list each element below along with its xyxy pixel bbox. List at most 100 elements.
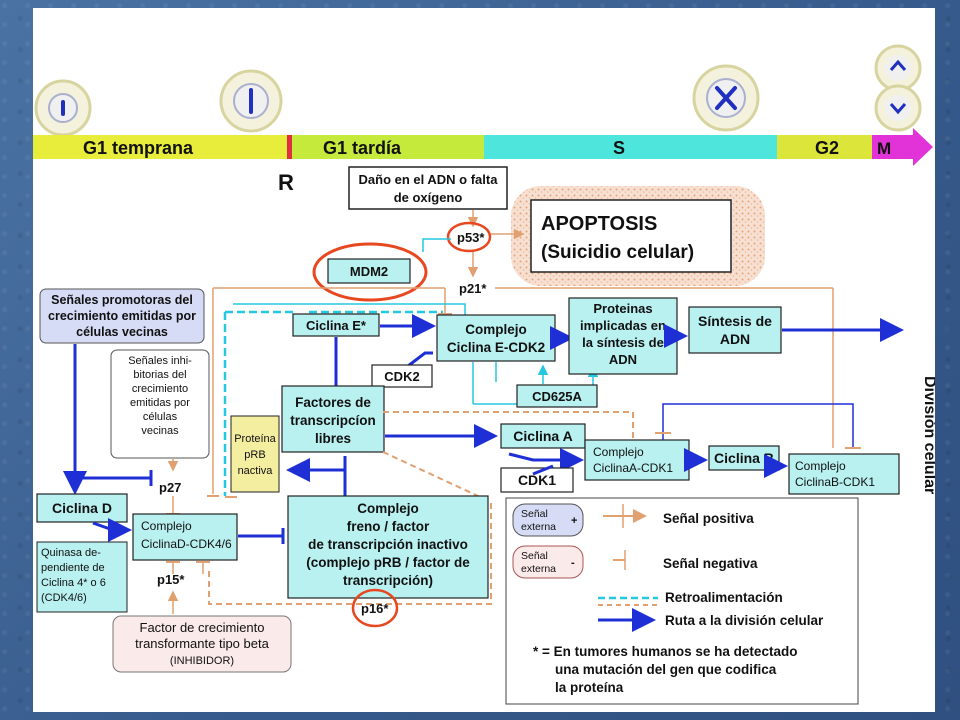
phase-label-s: S	[613, 138, 625, 158]
complex-b-cdk1-line2: CiclinaB-CDK1	[795, 475, 875, 489]
phase-g1-early	[33, 135, 287, 159]
tgf-beta-box	[112, 615, 292, 673]
cyclin-d-label: Ciclina D	[52, 500, 112, 516]
proteins-line1: Proteinas	[593, 301, 652, 316]
brake-line3: de transcripción inactivo	[308, 537, 468, 552]
restriction-point-label: R	[278, 170, 294, 195]
brake-line5: transcripción)	[343, 573, 433, 588]
cell-icon-s	[692, 64, 760, 132]
complex-a-cdk1-line1: Complejo	[593, 445, 644, 459]
apoptosis-box	[530, 199, 732, 273]
complex-a-cdk1-line2: CiclinaA-CDK1	[593, 461, 673, 475]
cd625a-label: CD625A	[532, 389, 582, 404]
cdk46-line1: Quinasa de-	[41, 547, 101, 559]
phase-s	[484, 135, 777, 159]
complex-e-cdk2-box	[436, 314, 556, 362]
transcription-factors-line2: transcripcíon	[290, 413, 376, 428]
legend-negative-label: Señal negativa	[663, 556, 758, 571]
cdk2-label: CDK2	[384, 369, 419, 384]
cdk46-line2: pendiente de	[41, 562, 105, 574]
tgf-line3: (INHIBIDOR)	[170, 655, 234, 667]
mdm2-highlight	[312, 242, 428, 302]
inhibitory-signals-box	[110, 349, 210, 459]
legend-route-label: Ruta a la división celular	[665, 613, 824, 628]
inhibitory-signals-line3: crecimiento	[132, 383, 188, 395]
legend-ext-pos-line2: externa	[521, 521, 556, 533]
cell-icon-g1-late	[219, 69, 283, 133]
phase-label-g1-early: G1 temprana	[83, 138, 194, 158]
prb-line3: nactiva	[238, 465, 274, 477]
dna-damage-line2: de oxígeno	[394, 190, 463, 205]
inhibitory-signals-line5: células	[143, 411, 178, 423]
promoting-signals-line1: Señales promotoras del	[51, 293, 193, 307]
p16-highlight	[351, 588, 399, 628]
complex-d-cdk46-line1: Complejo	[141, 519, 192, 533]
diagram-panel: G1 temprana G1 tardía S G2 M R APOPTOSIS…	[33, 8, 935, 712]
proteins-line3: la síntesis de	[582, 335, 664, 350]
dna-synthesis-line2: ADN	[720, 331, 750, 347]
apoptosis-title: APOPTOSIS	[541, 213, 657, 235]
inhibitory-signals-line2: bitorias del	[133, 369, 186, 381]
dna-damage-line1: Daño en el ADN o falta	[359, 172, 499, 187]
legend-ext-pos-line1: Señal	[521, 508, 548, 520]
legend-ext-negative	[512, 545, 584, 579]
prb-inactive-box	[230, 415, 280, 493]
prb-line2: pRB	[244, 449, 265, 461]
p53-highlight	[446, 221, 492, 253]
complex-e-cdk2-line1: Complejo	[465, 322, 527, 337]
legend-note-line2: una mutación del gen que codifica	[555, 662, 777, 677]
complex-d-cdk46-box	[132, 513, 238, 561]
cdk46-line3: Ciclina 4* o 6	[41, 577, 106, 589]
complex-b-cdk1-box	[788, 453, 900, 495]
tgf-line2: transformante tipo beta	[135, 636, 269, 651]
cell-division-label: División celular	[921, 376, 935, 494]
p16-label: p16*	[361, 601, 389, 616]
promoting-signals-line2: crecimiento emitidas por	[48, 309, 196, 323]
phase-label-g1-late: G1 tardía	[323, 138, 402, 158]
inhibitory-signals-line1: Señales inhi-	[128, 355, 192, 367]
legend-ext-neg-sign: -	[571, 557, 575, 569]
cyclin-a-box	[500, 423, 586, 449]
cdk1-box	[500, 467, 574, 493]
cdk46-line4: (CDK4/6)	[41, 592, 87, 604]
phase-label-g2: G2	[815, 138, 839, 158]
phase-label-m: M	[877, 139, 891, 158]
complex-b-cdk1-line1: Complejo	[795, 459, 846, 473]
mdm2-label: MDM2	[350, 264, 388, 279]
apoptosis-subtitle: (Suicidio celular)	[541, 242, 694, 263]
phase-m	[872, 135, 913, 159]
cell-icon-mitosis	[874, 44, 922, 132]
brake-complex-box	[287, 495, 489, 599]
cdk1-label: CDK1	[518, 472, 556, 488]
legend-ext-neg-line1: Señal	[521, 550, 548, 562]
promoting-signals-line3: células vecinas	[76, 325, 168, 339]
cdk46-kinase-box	[36, 541, 128, 613]
restriction-point-mark	[287, 135, 292, 159]
cdk2-box	[371, 364, 433, 388]
complex-a-cdk1-box	[584, 439, 690, 481]
brake-line4: (complejo pRB / factor de	[306, 555, 470, 570]
proteins-line2: implicadas en	[580, 318, 666, 333]
cyclin-a-label: Ciclina A	[513, 428, 572, 444]
cyclin-e-label: Ciclina E*	[306, 318, 367, 333]
dna-synthesis-line1: Síntesis de	[698, 313, 772, 329]
complex-e-cdk2-line2: Ciclina E-CDK2	[447, 340, 545, 355]
legend-note-line3: la proteína	[555, 680, 624, 695]
cd625a-box	[516, 384, 598, 408]
inhibitory-signals-line4: emitidas por	[130, 397, 190, 409]
legend-ext-positive	[512, 503, 584, 537]
mdm2-box	[327, 258, 411, 284]
inhibitory-signals-line6: vecinas	[141, 425, 179, 437]
legend-positive-label: Señal positiva	[663, 511, 754, 526]
prb-line1: Proteína	[234, 433, 276, 445]
promoting-signals-box	[39, 288, 205, 344]
p15-label: p15*	[157, 572, 185, 587]
legend-feedback-label: Retroalimentación	[665, 590, 783, 605]
legend: Señal externa + Señal externa - Señal po…	[505, 497, 859, 705]
brake-line1: Complejo	[357, 501, 419, 516]
transcription-factors-box	[281, 385, 385, 453]
brake-line2: freno / factor	[347, 519, 430, 534]
cell-icon-g1-early	[34, 79, 92, 137]
cell-division-area	[905, 368, 935, 518]
cell-cycle-diagram: G1 temprana G1 tardía S G2 M R APOPTOSIS…	[33, 44, 935, 705]
